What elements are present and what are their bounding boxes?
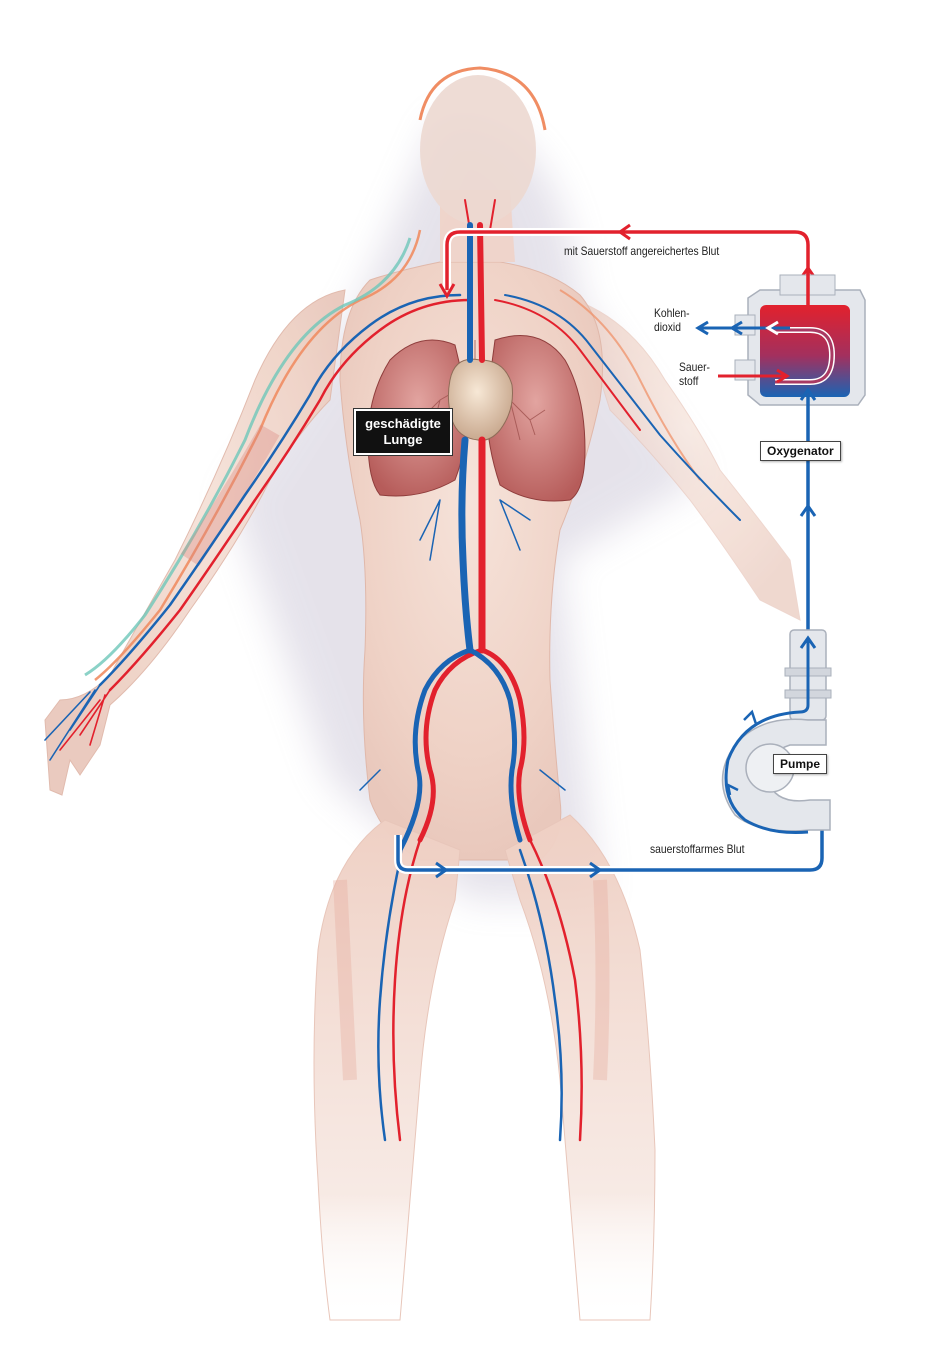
oxygenator-device [698, 270, 865, 410]
pump [723, 630, 832, 833]
deoxygenated-blood-label: sauerstoffarmes Blut [650, 842, 744, 856]
damaged-lung-label: geschädigte Lunge [354, 409, 452, 455]
pump-label: Pumpe [773, 754, 827, 774]
oxygenator-label: Oxygenator [760, 441, 841, 461]
carbon-dioxide-label: Kohlen- dioxid [654, 306, 690, 334]
oxygen-label: Sauer- stoff [679, 360, 710, 388]
head [420, 75, 536, 225]
oxygenated-blood-label: mit Sauerstoff angereichertes Blut [564, 244, 719, 258]
right-leg [505, 815, 655, 1320]
